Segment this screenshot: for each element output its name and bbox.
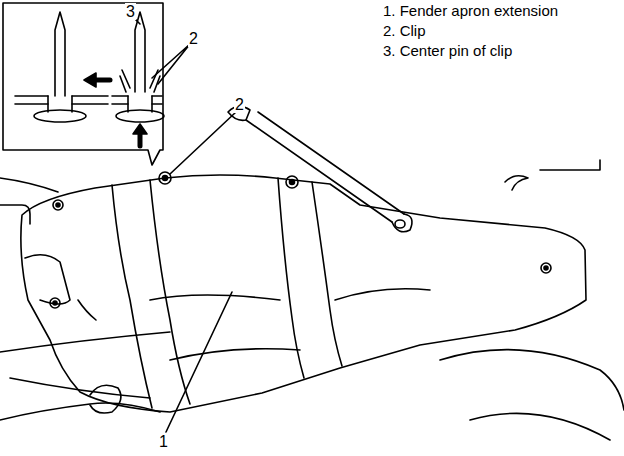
callout-number: 1 (158, 433, 169, 450)
legend-item: 2. Clip (383, 22, 426, 39)
callout-number: 2 (188, 30, 199, 47)
callout-number: 3 (125, 3, 136, 20)
legend-item: 3. Center pin of clip (383, 42, 512, 59)
legend-item: 1. Fender apron extension (383, 2, 558, 19)
callout-number: 2 (234, 96, 245, 113)
